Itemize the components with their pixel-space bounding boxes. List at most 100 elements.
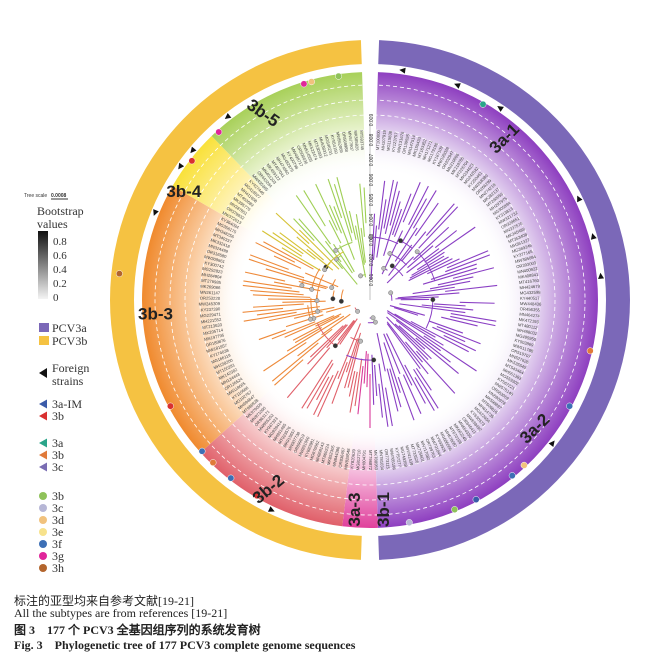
leaf-label: MT796872 [368, 450, 373, 471]
subtype-ref21-label: 3b [52, 489, 64, 503]
branch [286, 315, 345, 352]
branch [256, 306, 320, 316]
branch [437, 276, 474, 286]
branch [402, 374, 422, 415]
bootstrap-node [370, 315, 376, 321]
branch [306, 363, 334, 409]
branch [434, 230, 458, 249]
bootstrap-node [308, 316, 313, 322]
branch [429, 320, 464, 334]
subtype-dot-marker [586, 347, 594, 355]
branch [281, 247, 321, 272]
bootstrap-node [372, 319, 378, 325]
branch [299, 229, 340, 270]
branch [387, 312, 441, 352]
axis-tick-label: 0.006 [369, 174, 375, 187]
leaf-label: KY300742 [204, 260, 225, 269]
bootstrap-node [387, 251, 393, 256]
caption-cn-note: 标注的亚型均来自参考文献[19-21] [14, 594, 194, 608]
leaf-label: MH538312 [318, 136, 329, 158]
branch [384, 387, 393, 427]
subtype-ref19-label: 3b [52, 409, 64, 423]
clade-sector-shading [141, 72, 599, 528]
branch [393, 193, 412, 237]
subtype-ref21-swatch [39, 564, 47, 572]
bootstrap-tick: 0 [53, 292, 59, 304]
bootstrap-node [430, 297, 436, 303]
branch [315, 313, 342, 327]
branch [258, 329, 286, 341]
leaf-label: MH424679 [519, 284, 540, 291]
leaf-label: MG749358 [399, 446, 408, 468]
subtype-ref21-swatch [39, 504, 47, 512]
branch [404, 364, 426, 404]
leaf-label: MN577907 [347, 130, 355, 152]
subtype-ref21-label: 3c [52, 501, 63, 515]
subtype-ref20-swatch [39, 450, 47, 460]
subtype-ref20-swatch [39, 462, 47, 472]
branch [345, 338, 358, 373]
bootstrap-tick: 0.8 [53, 236, 67, 248]
branch [284, 315, 335, 338]
leaf-label: OR569988 [341, 131, 349, 152]
leaf-label: MK725601 [415, 442, 426, 463]
leaf-label: MH741439 [404, 445, 414, 467]
subtype-ref21-swatch [39, 528, 47, 536]
leaf-label: MH804791 [361, 449, 367, 470]
branch [434, 303, 466, 307]
subtype-dot-marker [405, 519, 413, 527]
branch [423, 335, 477, 372]
genotype-ring [110, 40, 630, 560]
clade-sector [374, 72, 599, 528]
branch [255, 242, 296, 263]
branch [422, 267, 477, 285]
foreign-strain-marker [548, 440, 555, 448]
subtype-dot-marker [308, 78, 315, 86]
foreign-strain-marker [267, 506, 275, 512]
bootstrap-tick: 0.6 [53, 250, 67, 262]
bootstrap-node [414, 249, 420, 255]
branch [394, 227, 418, 262]
bootstrap-tick: 0.2 [53, 278, 67, 290]
branch [412, 190, 437, 229]
leaf-label: OR836467 [337, 447, 346, 468]
branch [272, 232, 304, 255]
clade-sector [141, 186, 274, 453]
branch [395, 319, 451, 363]
branch [327, 178, 343, 219]
leaf-label: KY377165 [513, 249, 534, 260]
bootstrap-node [314, 298, 320, 304]
branch [328, 220, 342, 244]
bootstrap-node [398, 238, 403, 244]
leaf-label: OR139595 [401, 133, 411, 155]
leaf-label: MH868143 [314, 441, 325, 463]
branch [271, 321, 316, 340]
branch [415, 337, 459, 374]
branch [263, 241, 314, 270]
branch [376, 199, 387, 258]
leaf-label: MH488031 [517, 327, 539, 336]
branch [331, 361, 348, 404]
leaf-label: MW765196 [389, 448, 397, 471]
branch [316, 376, 330, 401]
branch [376, 333, 386, 372]
axis-tick-label: 0.004 [369, 214, 375, 227]
branch [363, 351, 367, 384]
subtype-ref20-label: 3a [52, 436, 64, 450]
branch [244, 271, 286, 282]
pcv3a-swatch [39, 323, 49, 332]
caption-en-note: All the subtypes are from references [19… [14, 606, 228, 620]
branch [333, 206, 355, 260]
branch [378, 180, 386, 230]
leaf-label: MW562069 [335, 131, 344, 154]
leaf-label: KY554150 [330, 134, 339, 155]
subtype-markers [115, 67, 605, 527]
branch [250, 254, 289, 270]
subtype-ref19-swatch [39, 399, 47, 409]
leaf-label: MK155433 [411, 136, 422, 157]
clade-sector [342, 429, 378, 528]
leaf-label: MT860224 [320, 443, 331, 464]
leaf-label: KY503869 [514, 338, 535, 348]
branch [265, 268, 328, 288]
